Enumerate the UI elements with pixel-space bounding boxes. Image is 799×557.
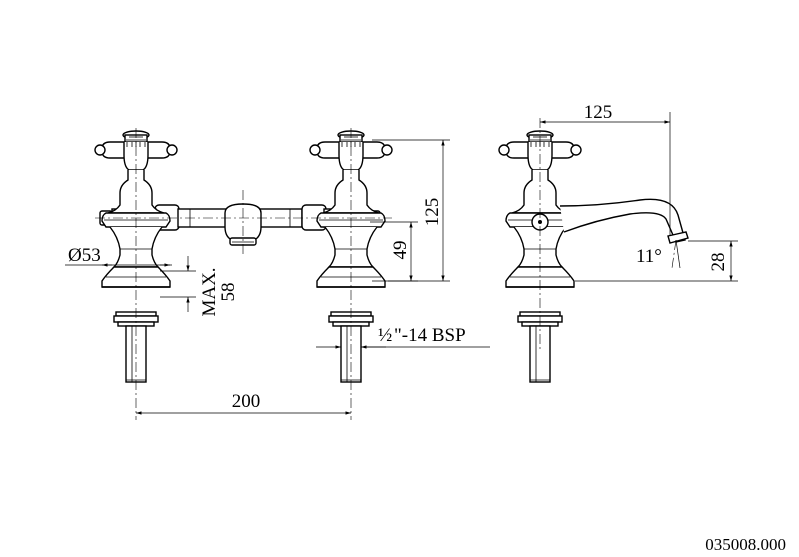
dim-max-value: 58 <box>218 283 239 302</box>
dim-angle-text: 11° <box>636 246 662 267</box>
dim-200: 200 <box>136 391 351 415</box>
dim-28-text: 28 <box>708 253 729 272</box>
dim-125-horizontal: 125 <box>540 102 671 236</box>
drawing-number: 035008.000 <box>705 535 786 554</box>
dim-max-58: MAX. 58 <box>160 256 239 317</box>
dim-49-text: 49 <box>390 241 411 260</box>
dim-max-label: MAX. <box>199 267 220 316</box>
dim-49: 49 <box>370 221 418 282</box>
dim-angle: 11° <box>636 239 681 269</box>
dim-thread: ½ "-14 BSP <box>316 325 490 349</box>
dim-thread-half: ½ <box>378 325 392 346</box>
dim-125-vertical-text: 125 <box>422 198 443 227</box>
dim-dia-53: Ø53 <box>65 245 172 267</box>
dim-125-horizontal-text: 125 <box>584 102 613 123</box>
dim-125-vertical: 125 <box>372 139 450 282</box>
dim-thread-text: "-14 BSP <box>394 325 466 346</box>
dim-200-text: 200 <box>232 391 261 412</box>
side-view <box>498 118 689 383</box>
dim-28: 28 <box>575 240 738 282</box>
dim-dia-53-text: Ø53 <box>68 245 101 266</box>
front-view <box>94 128 393 420</box>
